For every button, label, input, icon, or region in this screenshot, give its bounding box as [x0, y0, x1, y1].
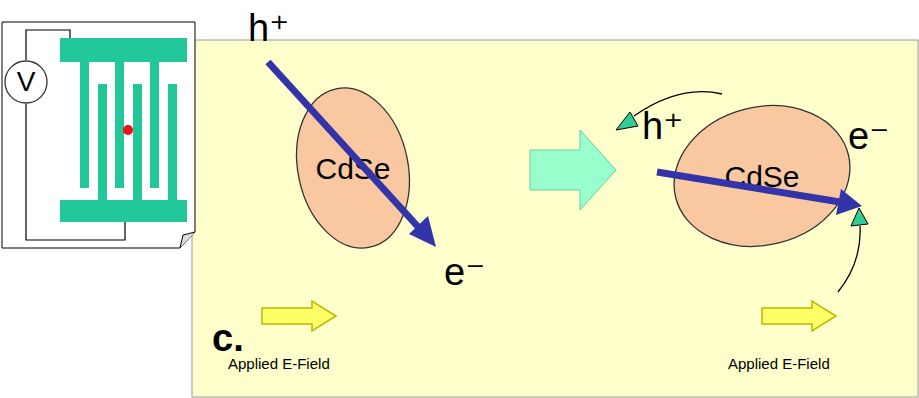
wire — [26, 30, 70, 60]
panel — [192, 40, 918, 397]
cdse-nanocrystal-shape — [282, 77, 423, 258]
paper-fold — [180, 232, 195, 248]
wire — [26, 104, 125, 240]
cdse-nanocrystal-shape — [659, 88, 865, 265]
hole-label: h⁺ — [642, 106, 683, 148]
rotation-arrow — [838, 226, 860, 292]
electron-label: e⁻ — [444, 252, 485, 294]
field-caption: Applied E-Field — [228, 356, 330, 373]
field-arrow — [762, 301, 836, 331]
voltmeter-circle-shape — [5, 61, 47, 103]
field-arrow — [262, 301, 336, 331]
rotation-head — [616, 112, 638, 130]
interdigitated-electrodes — [60, 38, 187, 222]
step-arrow — [530, 130, 616, 210]
node-text: V — [15, 67, 38, 98]
electron-label: e⁻ — [848, 116, 889, 158]
field-caption: Applied E-Field — [728, 356, 830, 373]
nanocrystal-dot — [123, 125, 133, 135]
paper-sheet — [2, 22, 195, 248]
arrow-head — [409, 216, 436, 247]
voltmeter-circle: V — [4, 60, 48, 104]
hole-label: h⁺ — [248, 8, 289, 50]
rotation-head — [851, 208, 868, 226]
panel-letter: c. — [212, 318, 244, 360]
